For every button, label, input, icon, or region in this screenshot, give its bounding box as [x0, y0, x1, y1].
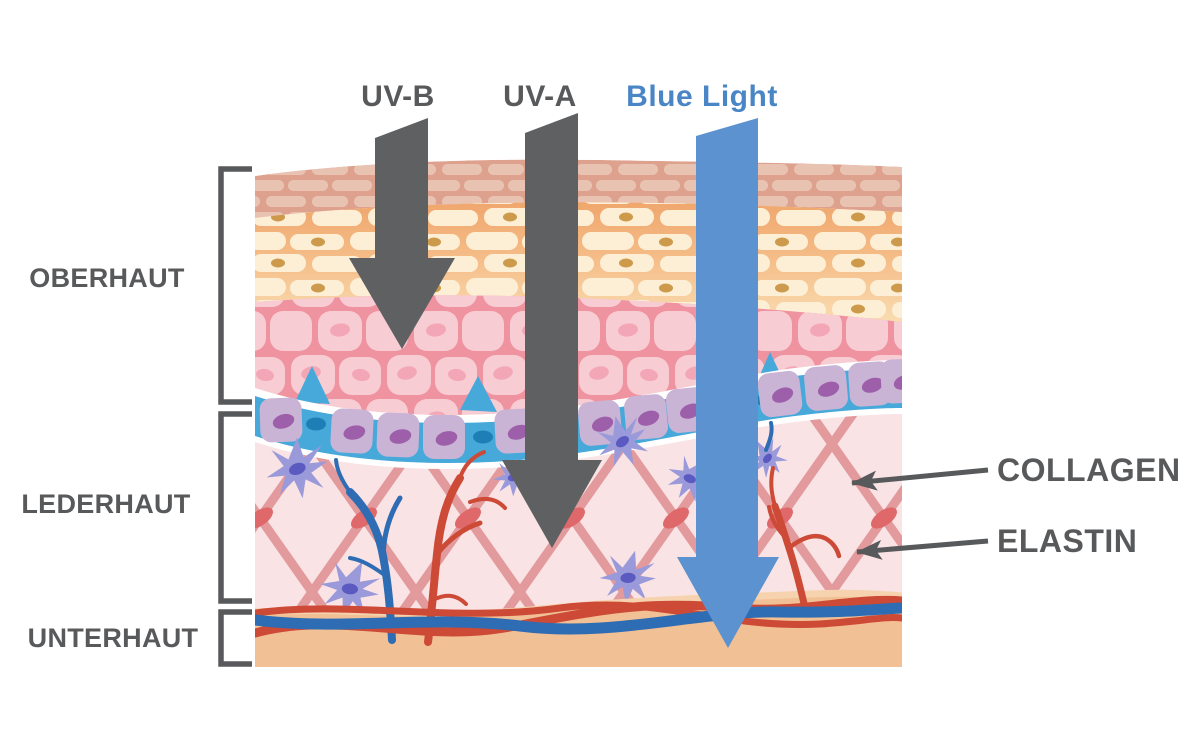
ray-arrows: UV-B UV-A Blue Light: [349, 80, 779, 648]
lederhaut-bracket: [218, 411, 252, 604]
elastin-pointer-arrow: [856, 538, 989, 560]
collagen-label: COLLAGEN: [997, 452, 1181, 488]
layer-brackets: OBERHAUT LEDERHAUT UNTERHAUT: [21, 166, 252, 667]
oberhaut-label: OBERHAUT: [29, 263, 185, 293]
subcutis-vessels: [255, 595, 902, 638]
fiber-annotations: COLLAGEN ELASTIN: [851, 452, 1181, 560]
uvb-label: UV-B: [361, 80, 435, 113]
uva-arrow: [502, 113, 602, 548]
collagen-pointer-arrow: [851, 467, 989, 491]
oberhaut-bracket: [218, 166, 252, 405]
uvb-arrow: [349, 118, 455, 349]
blue-light-arrow: [677, 118, 779, 648]
elastin-label: ELASTIN: [997, 523, 1137, 559]
uva-label: UV-A: [503, 80, 577, 113]
unterhaut-label: UNTERHAUT: [28, 623, 199, 653]
unterhaut-bracket: [218, 609, 252, 667]
blue-light-label: Blue Light: [626, 80, 778, 113]
blood-vessels: [255, 421, 902, 646]
skin-cross-section: [255, 159, 902, 667]
lederhaut-label: LEDERHAUT: [21, 489, 190, 519]
